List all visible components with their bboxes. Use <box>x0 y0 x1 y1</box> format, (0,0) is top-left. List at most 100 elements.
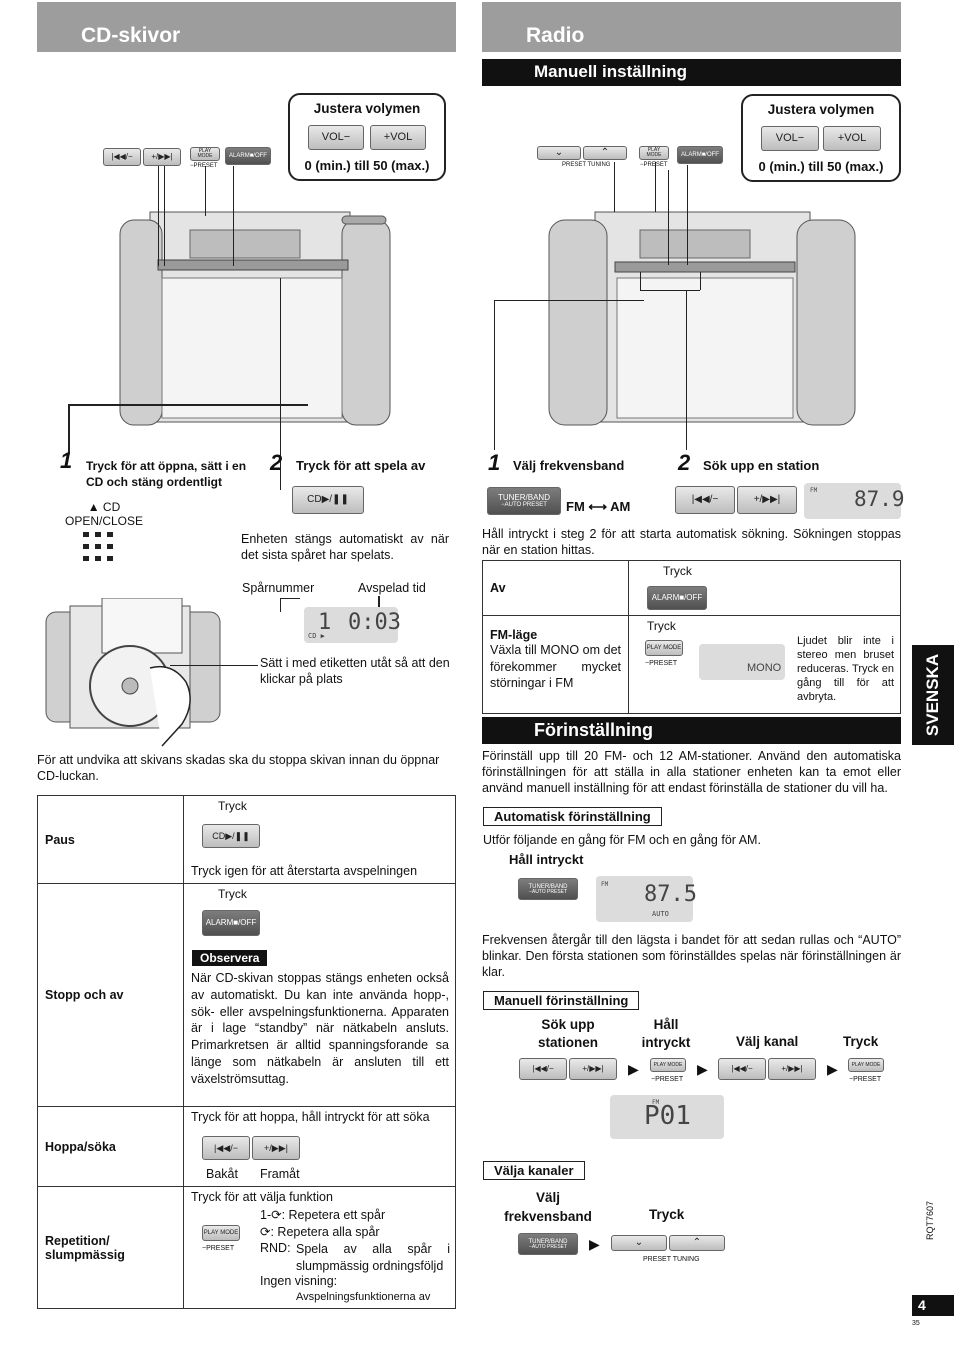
row-content: Tryck ALARM■/OFF <box>628 560 901 616</box>
section-header-cd: CD-skivor <box>37 2 456 52</box>
tuning-up-button[interactable]: ⌃ <box>669 1235 725 1251</box>
play-mode-button[interactable]: PLAY MODE <box>645 640 683 656</box>
repeat-note: Tryck för att välja funktion <box>191 1190 333 1204</box>
alarm-off-button[interactable]: ALARM■/OFF <box>225 147 271 165</box>
play-mode-button[interactable]: PLAY MODE <box>650 1058 686 1072</box>
next-button[interactable]: +/▶▶| <box>143 148 181 166</box>
table-row: Repetition/ slumpmässig Tryck för att vä… <box>37 1186 456 1309</box>
mono-indicator: MONO <box>747 662 782 674</box>
sel-step-line: frekvensband <box>504 1209 592 1224</box>
section-title: CD-skivor <box>81 24 181 47</box>
auto-preset-text: Utför följande en gång för FM och en gån… <box>483 833 761 847</box>
tuner-band-button[interactable]: TUNER/BAND −AUTO PRESET <box>518 878 578 900</box>
prev-button[interactable]: |◀◀/− <box>202 1136 250 1160</box>
small-number: 35 <box>912 1320 920 1327</box>
table-row: Stopp och av Tryck ALARM■/OFF Observera … <box>37 883 456 1107</box>
connector-line <box>170 665 258 666</box>
tuning-down-button[interactable]: ⌄ <box>611 1235 667 1251</box>
connector-line <box>68 404 308 406</box>
press-label: Tryck <box>663 564 692 578</box>
arrow-right-icon: ▶ <box>628 1061 639 1077</box>
preset-header: Förinställning <box>482 717 901 744</box>
repeat-option: ⟳: Repetera alla spår <box>260 1225 380 1239</box>
next-button[interactable]: +/▶▶| <box>737 486 797 514</box>
next-button[interactable]: +/▶▶| <box>252 1136 300 1160</box>
next-button[interactable]: +/▶▶| <box>569 1058 617 1080</box>
display-track: 1 <box>318 610 332 635</box>
vol-down-button[interactable]: VOL− <box>308 125 364 150</box>
preset-tuning-label: PRESET TUNING <box>562 162 611 168</box>
mp-step3: Välj kanal <box>736 1034 799 1049</box>
cd-play-pause-button[interactable]: CD▶/❚❚ <box>292 486 364 514</box>
alarm-off-button[interactable]: ALARM■/OFF <box>677 146 723 164</box>
preset-tuning-label: PRESET TUNING <box>643 1256 700 1263</box>
radio-settings-table: Av Tryck ALARM■/OFF FM-läge Växla till M… <box>482 560 901 714</box>
row-label-cell: FM-läge Växla till MONO om det förekomme… <box>482 615 629 714</box>
open-close-line: OPEN/CLOSE <box>64 514 144 528</box>
connector-line <box>205 166 206 216</box>
next-button[interactable]: +/▶▶| <box>768 1058 816 1080</box>
row-label: FM-läge <box>490 628 538 642</box>
volume-range: 0 (min.) till 50 (max.) <box>758 159 884 174</box>
hold-text: Håll intryckt i steg 2 för att starta au… <box>482 527 901 557</box>
vol-down-button[interactable]: VOL− <box>761 126 819 151</box>
step1-text: Välj frekvensband <box>513 458 625 473</box>
table-row: Hoppa/söka Tryck för att hoppa, håll int… <box>37 1106 456 1187</box>
language-tab: SVENSKA <box>912 645 954 745</box>
display-time: 0:03 <box>348 610 401 635</box>
cd-play-pause-button[interactable]: CD▶/❚❚ <box>202 824 260 848</box>
volume-callout: Justera volymen VOL− +VOL 0 (min.) till … <box>741 94 901 182</box>
vol-up-button[interactable]: +VOL <box>823 126 881 151</box>
warning-text: För att undvika att skivans skadas ska d… <box>37 753 440 783</box>
row-content: Tryck för att välja funktion PLAY MODE −… <box>183 1186 456 1309</box>
mp-step2: Håll intryckt <box>626 1016 706 1052</box>
doc-code: RQT7607 <box>925 1200 935 1240</box>
prev-button[interactable]: |◀◀/− <box>103 148 141 166</box>
tuner-band-label: TUNER/BAND <box>497 493 550 502</box>
open-close-button[interactable] <box>82 532 118 564</box>
row-label: Av <box>482 560 629 616</box>
step-number: 2 <box>270 450 283 475</box>
connector-line <box>640 272 641 290</box>
elapsed-time-label: Avspelad tid <box>358 581 426 595</box>
cd-insert-illustration <box>40 597 225 748</box>
connector-line <box>280 278 281 490</box>
skip-note: Tryck för att hoppa, håll intryckt för a… <box>191 1110 430 1124</box>
play-mode-button[interactable]: PLAY MODE <box>190 147 220 161</box>
arrow-right-icon: ▶ <box>697 1061 708 1077</box>
auto-preset-display: FM 87.5 AUTO <box>596 876 697 922</box>
cd-functions-table: Paus Tryck CD▶/❚❚ Tryck igen för att åte… <box>37 795 456 1309</box>
repeat-option: Spela av alla spår i slumpmässig ordning… <box>296 1242 450 1273</box>
page-number: 4 <box>912 1295 954 1316</box>
prev-button[interactable]: |◀◀/− <box>718 1058 766 1080</box>
prev-button[interactable]: |◀◀/− <box>519 1058 567 1080</box>
press-label: Tryck <box>647 619 676 633</box>
table-row: FM-läge Växla till MONO om det förekomme… <box>482 615 901 714</box>
play-mode-button[interactable]: PLAY MODE <box>848 1058 884 1072</box>
tuning-down-button[interactable]: ⌄ <box>537 146 581 160</box>
step-number: 1 <box>488 450 501 475</box>
tuner-band-button[interactable]: TUNER/BAND −AUTO PRESET <box>518 1233 578 1255</box>
fm-am-toggle: FM ⟷ AM <box>566 499 631 514</box>
mono-display: MONO <box>699 644 785 680</box>
prev-button[interactable]: |◀◀/− <box>675 486 735 514</box>
tuning-up-button[interactable]: ⌃ <box>583 146 627 160</box>
play-mode-button[interactable]: PLAY MODE <box>202 1225 240 1241</box>
stop-note: När CD-skivan stoppas stängs enheten ock… <box>191 971 449 1086</box>
vol-up-button[interactable]: +VOL <box>370 125 426 150</box>
repeat-option: Avspelningsfunktionerna av <box>296 1291 431 1303</box>
alarm-off-button[interactable]: ALARM■/OFF <box>647 586 707 610</box>
tuner-band-button[interactable]: TUNER/BAND −AUTO PRESET <box>487 487 561 515</box>
connector-line <box>655 162 656 212</box>
play-mode-button[interactable]: PLAY MODE <box>639 146 669 160</box>
tuner-band-label: TUNER/BAND <box>528 1238 568 1245</box>
back-label: Bakåt <box>206 1167 238 1181</box>
mono-note: Ljudet blir inte i stereo men bruset red… <box>797 635 894 703</box>
connector-line <box>164 166 165 266</box>
step2-text: Tryck för att spela av <box>296 458 426 473</box>
press-label: Tryck <box>218 799 247 813</box>
connector-line <box>686 290 687 450</box>
preset-label: −PRESET <box>645 660 678 667</box>
alarm-off-button[interactable]: ALARM■/OFF <box>202 910 260 936</box>
arrow-right-icon: ▶ <box>827 1061 838 1077</box>
